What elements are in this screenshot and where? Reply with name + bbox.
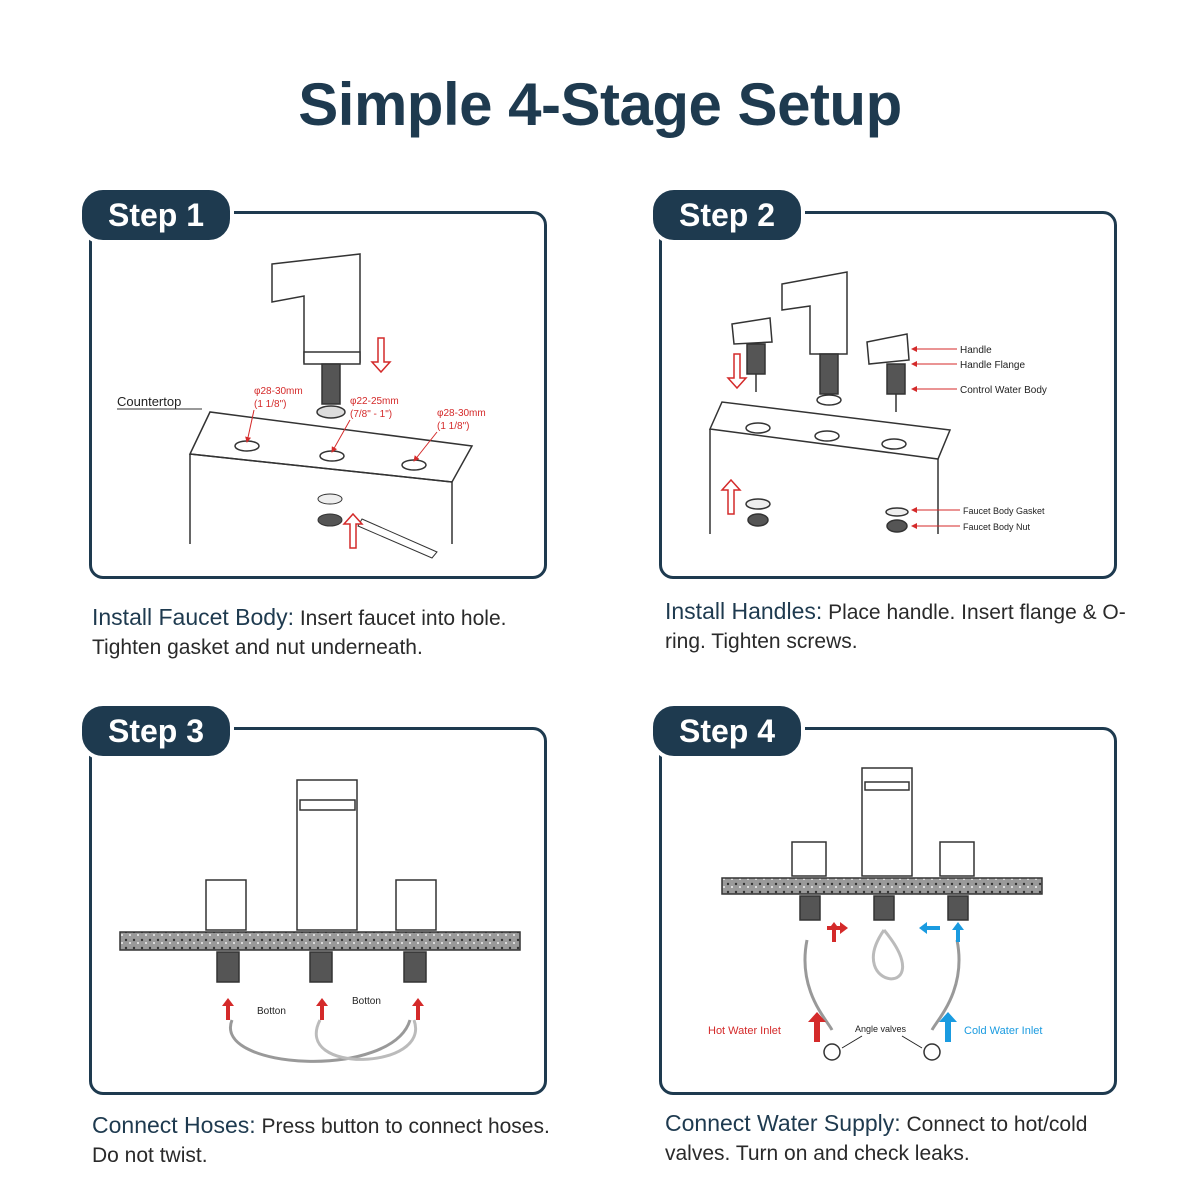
handle-flange-label: Handle Flange bbox=[960, 360, 1025, 371]
page-title: Simple 4-Stage Setup bbox=[298, 71, 902, 138]
down-arrow-icon bbox=[726, 353, 748, 390]
step-3-heading: Connect Hoses: bbox=[92, 1112, 256, 1138]
step-4-text: Connect to hot/cold valves. Turn on and … bbox=[665, 1113, 1088, 1165]
step-3-text: Press button to connect hoses. Do not tw… bbox=[92, 1115, 550, 1167]
faucet-spout-icon bbox=[781, 271, 848, 355]
cold-angle-valve-icon bbox=[923, 1043, 941, 1061]
step-2-text: Place handle. Insert flange & O-ring. Ti… bbox=[665, 601, 1126, 653]
hoses-diagram: Botton Botton bbox=[119, 779, 521, 1063]
faucet-body-diagram: Countertop φ28-30mm (1 1/8") φ22-25mm (7… bbox=[117, 253, 486, 559]
hole-mid-sub: (7/8" - 1") bbox=[350, 409, 392, 420]
gasket-label: Faucet Body Gasket bbox=[963, 506, 1045, 516]
hot-arrow-icon bbox=[808, 1012, 826, 1042]
angle-valves-label: Angle valves bbox=[855, 1024, 907, 1034]
gasket-icon bbox=[317, 493, 343, 505]
step-3-description: Connect Hoses: Press button to connect h… bbox=[92, 1111, 562, 1170]
step-3-panel: Botton Botton bbox=[89, 727, 547, 1095]
nut-icon bbox=[747, 513, 769, 527]
left-handle-icon bbox=[731, 317, 773, 345]
right-handle-icon bbox=[939, 841, 975, 877]
step-1-description: Install Faucet Body: Insert faucet into … bbox=[92, 603, 562, 662]
faucet-spout-icon bbox=[296, 779, 358, 931]
countertop-icon bbox=[721, 877, 1043, 895]
up-arrow-icon-3 bbox=[412, 998, 424, 1020]
countertop-label: Countertop bbox=[117, 394, 181, 409]
step-1-heading: Install Faucet Body: bbox=[92, 604, 294, 630]
botton-right-label: Botton bbox=[352, 996, 381, 1007]
step-4-heading: Connect Water Supply: bbox=[665, 1110, 901, 1136]
hot-water-inlet-label: Hot Water Inlet bbox=[708, 1025, 781, 1037]
control-water-body-label: Control Water Body bbox=[960, 385, 1047, 396]
step-3-badge: Step 3 bbox=[78, 702, 234, 760]
hole-left-label: φ28-30mm bbox=[254, 386, 303, 397]
up-arrow-icon bbox=[222, 998, 234, 1020]
step-4-badge: Step 4 bbox=[649, 702, 805, 760]
hole-mid-label: φ22-25mm bbox=[350, 396, 399, 407]
right-handle-icon bbox=[866, 333, 910, 365]
step-2-panel: Handle Handle Flange Control Water Body … bbox=[659, 211, 1117, 579]
hose-icon bbox=[228, 1019, 412, 1063]
hole-right-label: φ28-30mm bbox=[437, 408, 486, 419]
right-handle-icon bbox=[395, 879, 437, 931]
countertop-icon bbox=[188, 411, 474, 544]
cold-arrow-icon bbox=[939, 1012, 957, 1042]
cold-water-inlet-label: Cold Water Inlet bbox=[964, 1025, 1042, 1037]
up-arrow-icon-2 bbox=[316, 998, 328, 1020]
nut-label: Faucet Body Nut bbox=[963, 522, 1031, 532]
step-4-panel: Hot Water Inlet Angle valves Cold Water … bbox=[659, 727, 1117, 1095]
step-1-badge: Step 1 bbox=[78, 186, 234, 244]
up-arrow-icon bbox=[342, 512, 364, 549]
hole-left-sub: (1 1/8") bbox=[254, 399, 286, 410]
nut-icon bbox=[317, 513, 343, 527]
handle-label: Handle bbox=[960, 345, 992, 356]
hole-right-sub: (1 1/8") bbox=[437, 421, 469, 432]
left-handle-icon bbox=[791, 841, 827, 877]
step-1-panel: Countertop φ28-30mm (1 1/8") φ22-25mm (7… bbox=[89, 211, 547, 579]
up-arrow-icon bbox=[720, 478, 742, 515]
hot-hose-icon bbox=[803, 939, 834, 1031]
step-2-description: Install Handles: Place handle. Insert fl… bbox=[665, 597, 1135, 656]
hot-angle-valve-icon bbox=[823, 1043, 841, 1061]
handles-diagram: Handle Handle Flange Control Water Body … bbox=[708, 271, 1047, 534]
gasket-icon bbox=[745, 498, 771, 510]
step-2-badge: Step 2 bbox=[649, 186, 805, 244]
step-4-description: Connect Water Supply: Connect to hot/col… bbox=[665, 1109, 1135, 1168]
botton-left-label: Botton bbox=[257, 1006, 286, 1017]
left-handle-icon bbox=[205, 879, 247, 931]
water-supply-diagram: Hot Water Inlet Angle valves Cold Water … bbox=[708, 767, 1043, 1061]
wrench-icon bbox=[357, 518, 438, 559]
down-arrow-icon bbox=[370, 337, 392, 374]
step-2-heading: Install Handles: bbox=[665, 598, 823, 624]
countertop-icon bbox=[119, 931, 521, 951]
cold-hose-icon bbox=[930, 939, 961, 1031]
faucet-spout-icon bbox=[271, 253, 361, 419]
step-1-text: Insert faucet into hole. Tighten gasket … bbox=[92, 607, 507, 659]
faucet-spout-icon bbox=[861, 767, 913, 877]
